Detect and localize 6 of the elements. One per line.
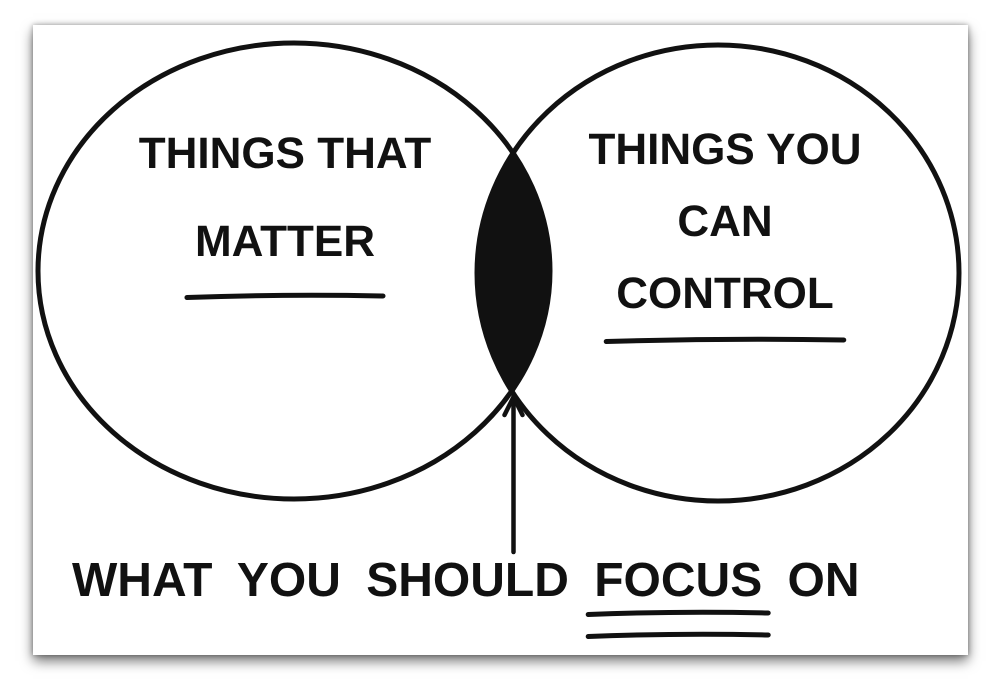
venn-circle xyxy=(33,38,555,504)
venn-circle xyxy=(472,40,964,506)
arrow xyxy=(502,394,525,554)
annotation-text: WHAT YOU SHOULD FOCUS ON xyxy=(72,552,860,610)
circle-label: THINGS YOU CAN CONTROL xyxy=(587,124,862,320)
circle-label: THINGS THAT MATTER xyxy=(138,128,432,268)
